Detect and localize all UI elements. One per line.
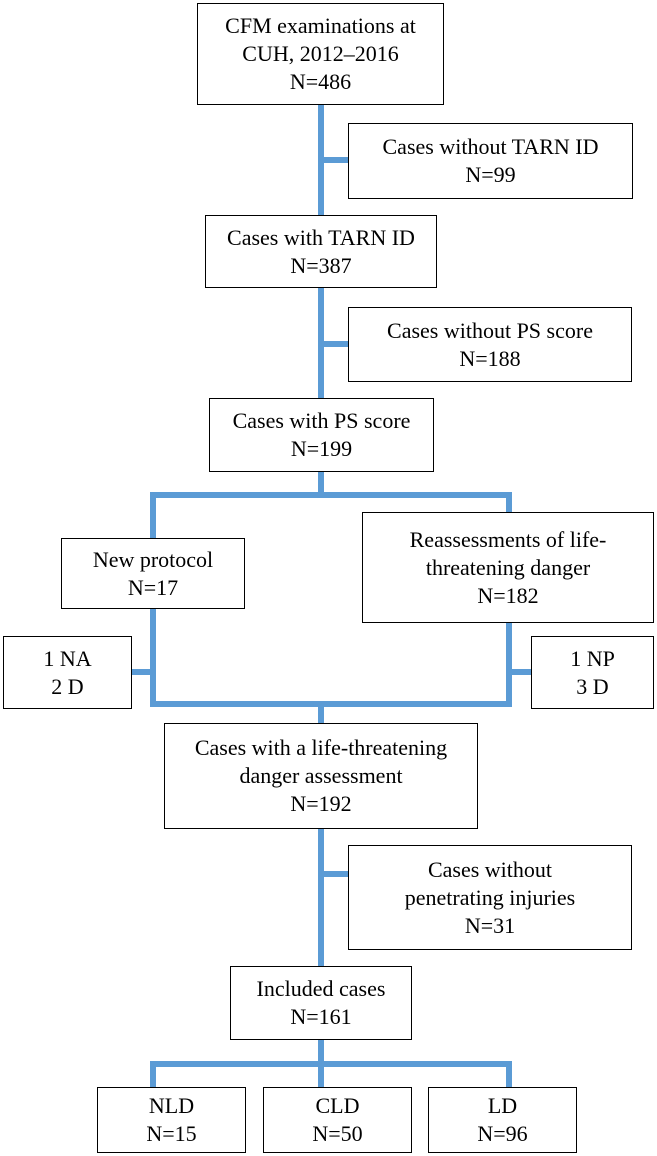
cases-without-penetrating-box: Cases without penetrating injuries N=31 (348, 845, 632, 950)
no-ps-line-1: Cases without PS score (387, 317, 593, 343)
tarn-line-1: Cases with TARN ID (227, 224, 415, 250)
new-protocol-line-2: N=17 (127, 574, 179, 600)
right-excl-line-2: 3 D (576, 673, 609, 699)
included-line-1: Included cases (256, 976, 386, 1001)
right-excl-line-1: 1 NP (570, 645, 615, 671)
cases-without-ps-box: Cases without PS score N=188 (348, 307, 632, 382)
cld-line-2: N=50 (312, 1121, 363, 1146)
ltd-line-3: N=192 (290, 791, 352, 816)
cases-with-ps-box: Cases with PS score N=199 (209, 398, 434, 472)
ld-box: LD N=96 (428, 1087, 577, 1153)
ps-line-2: N=199 (290, 436, 353, 461)
cases-with-tarn-box: Cases with TARN ID N=387 (205, 215, 437, 288)
left-excl-line-2: 2 D (51, 673, 84, 699)
life-threatening-assessment-box: Cases with a life-threatening danger ass… (164, 723, 478, 829)
ltd-line-2: danger assessment (239, 763, 403, 788)
reassess-line-3: N=182 (477, 582, 539, 608)
cfm-examinations-box: CFM examinations at CUH, 2012–2016 N=486 (197, 3, 444, 105)
left-exclusion-box: 1 NA 2 D (3, 636, 132, 709)
included-cases-box: Included cases N=161 (230, 966, 412, 1040)
no-ps-line-2: N=188 (459, 345, 521, 371)
cfm-line-1: CFM examinations at (225, 13, 416, 38)
reassess-line-1: Reassessments of life- (409, 526, 607, 552)
cld-line-1: CLD (315, 1093, 360, 1118)
no-pen-line-1: Cases without (427, 856, 553, 882)
left-excl-line-1: 1 NA (43, 645, 92, 671)
no-pen-line-2: penetrating injuries (404, 884, 576, 910)
nld-box: NLD N=15 (97, 1087, 246, 1153)
tarn-line-2: N=387 (290, 252, 352, 278)
cases-without-tarn-box: Cases without TARN ID N=99 (348, 123, 633, 199)
no-tarn-line-1: Cases without TARN ID (382, 134, 599, 159)
ld-line-2: N=96 (477, 1121, 528, 1146)
reassess-line-2: threatening danger (425, 554, 591, 580)
cld-box: CLD N=50 (263, 1087, 412, 1153)
no-pen-line-3: N=31 (464, 912, 516, 938)
ld-line-1: LD (487, 1093, 518, 1118)
no-tarn-line-2: N=99 (465, 162, 516, 187)
cfm-line-3: N=486 (289, 69, 352, 94)
cfm-line-2: CUH, 2012–2016 (242, 41, 399, 66)
new-protocol-line-1: New protocol (92, 546, 214, 572)
ps-line-1: Cases with PS score (232, 408, 411, 433)
reassessments-box: Reassessments of life- threatening dange… (362, 512, 654, 623)
nld-line-1: NLD (148, 1093, 195, 1118)
included-line-2: N=161 (290, 1004, 352, 1029)
nld-line-2: N=15 (146, 1121, 197, 1146)
new-protocol-box: New protocol N=17 (61, 538, 245, 609)
right-exclusion-box: 1 NP 3 D (531, 636, 654, 709)
ltd-line-1: Cases with a life-threatening (194, 735, 448, 760)
